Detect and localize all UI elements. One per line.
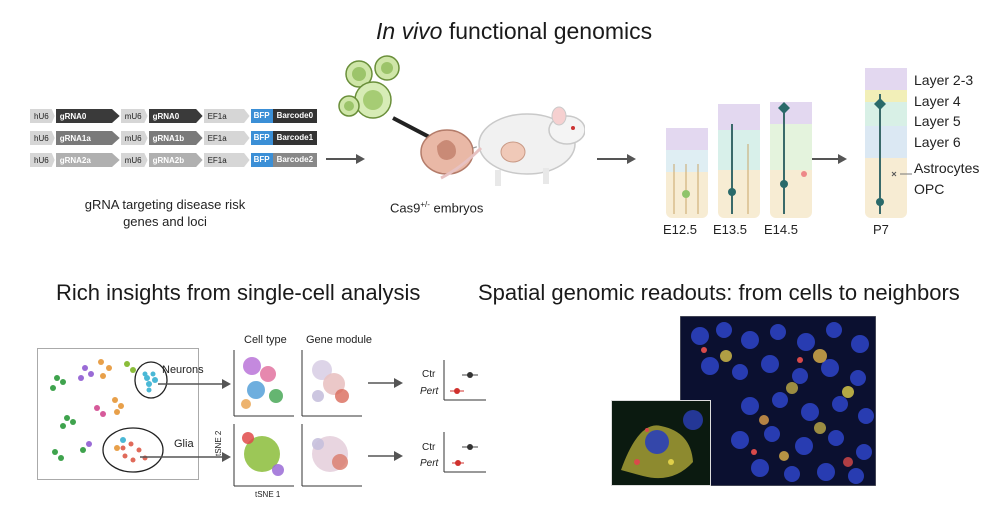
spatial-title: Spatial genomic readouts: from cells to … (478, 280, 960, 306)
col-gene-module: Gene module (306, 334, 372, 346)
barcode-segment: Barcode0 (273, 109, 317, 123)
promoter-hu6: hU6 (30, 131, 55, 145)
construct-row-1: hU6 gRNA1a mU6 gRNA1b EF1a BFP Barcode1 (30, 131, 317, 145)
tsne-gene-module-glia (300, 424, 362, 488)
layer-label: Layer 4 (914, 91, 979, 112)
embryo-label: Cas9+/- embryos (390, 200, 483, 215)
cortex-column-e14 (770, 102, 812, 218)
neurons-label: Neurons (162, 364, 204, 376)
construct-row-0: hU6 gRNA0 mU6 gRNA0 EF1a BFP Barcode0 (30, 109, 317, 123)
tsne-cell-type-neurons (232, 350, 294, 418)
ctr-label: Ctr (422, 442, 435, 453)
pert-label: Pert (420, 458, 438, 469)
embryo-label-sup: +/- (420, 200, 430, 209)
promoter-mu6: mU6 (121, 131, 148, 145)
tsne-cell-type-glia (232, 424, 294, 488)
grna-segment: gRNA0 (149, 109, 203, 123)
pert-label: Pert (420, 386, 438, 397)
stage-label-e13: E13.5 (713, 222, 747, 237)
mouse-embryo-illustration (335, 52, 585, 202)
promoter-mu6: mU6 (121, 109, 148, 123)
axis-tsne1: tSNE 1 (255, 490, 280, 499)
single-cell-title: Rich insights from single-cell analysis (56, 280, 420, 306)
stage-label-p7: P7 (873, 222, 889, 237)
layer-label: Layer 2-3 (914, 70, 979, 91)
arrow-right-icon (368, 377, 404, 389)
bfp-segment: BFP (251, 153, 273, 167)
barcode-segment: Barcode1 (273, 131, 317, 145)
construct-caption-line-1: gRNA targeting disease risk (30, 196, 300, 213)
bfp-segment: BFP (251, 131, 273, 145)
virus-icon (375, 56, 399, 80)
barcode-segment: Barcode2 (273, 153, 317, 167)
virus-icon (355, 82, 391, 118)
promoter-mu6: mU6 (121, 153, 148, 167)
cortex-columns (660, 64, 920, 224)
top-title-italic: In vivo (376, 18, 442, 44)
layer-label: Layer 5 (914, 111, 979, 132)
construct-caption: gRNA targeting disease risk genes and lo… (30, 196, 300, 230)
grna-segment: gRNA2b (149, 153, 203, 167)
stage-label-e12: E12.5 (663, 222, 697, 237)
promoter-ef1a: EF1a (204, 131, 250, 145)
cortex-column-p7 (865, 68, 912, 218)
layer-label: Layer 6 (914, 132, 979, 153)
construct-caption-line-2: genes and loci (30, 213, 300, 230)
promoter-ef1a: EF1a (204, 109, 250, 123)
tsne-gene-module-neurons (300, 350, 362, 418)
layer-label: Astrocytes (914, 158, 979, 179)
bfp-segment: BFP (251, 109, 273, 123)
grna-segment: gRNA2a (56, 153, 120, 167)
embryo-label-main: Cas9 (390, 200, 420, 215)
promoter-hu6: hU6 (30, 109, 55, 123)
glia-label: Glia (174, 438, 194, 450)
cortex-column-e12 (666, 128, 708, 218)
top-title-rest: functional genomics (442, 18, 652, 44)
grna-segment: gRNA1a (56, 131, 120, 145)
cortex-column-e13 (718, 104, 760, 218)
arrow-right-icon (368, 450, 404, 462)
promoter-ef1a: EF1a (204, 153, 250, 167)
arrow-right-icon (597, 152, 637, 166)
grna-segment: gRNA0 (56, 109, 120, 123)
col-cell-type: Cell type (244, 334, 287, 346)
top-title: In vivo functional genomics (376, 18, 652, 45)
promoter-hu6: hU6 (30, 153, 55, 167)
construct-row-2: hU6 gRNA2a mU6 gRNA2b EF1a BFP Barcode2 (30, 153, 317, 167)
effect-plot-glia (440, 432, 488, 476)
arrow-right-icon (158, 378, 232, 390)
microscopy-inset (611, 400, 711, 486)
effect-plot-neurons (440, 360, 488, 404)
layer-labels: Layer 2-3 Layer 4 Layer 5 Layer 6 Astroc… (914, 70, 979, 199)
embryo-label-rest: embryos (430, 200, 483, 215)
grna-segment: gRNA1b (149, 131, 203, 145)
virus-icon (339, 96, 359, 116)
axis-tsne2: tSNE 2 (214, 431, 223, 456)
stage-label-e14: E14.5 (764, 222, 798, 237)
layer-label: OPC (914, 179, 979, 200)
ctr-label: Ctr (422, 369, 435, 380)
